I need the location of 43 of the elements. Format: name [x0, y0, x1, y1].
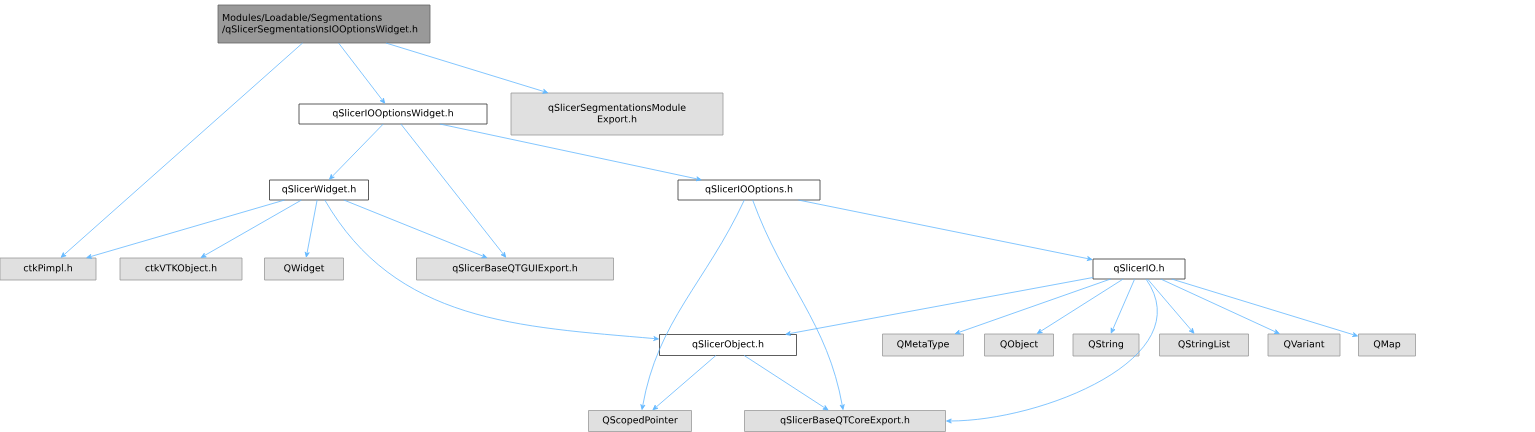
arrow	[86, 199, 286, 259]
file-box: qSlicerIO.h	[1092, 258, 1186, 280]
arrow	[785, 277, 1094, 336]
arrow	[400, 123, 507, 258]
arrow	[1036, 278, 1124, 334]
arrow	[439, 123, 702, 182]
arrow	[1171, 278, 1358, 337]
arrow	[797, 199, 1093, 261]
file-box: ctkPimpl.h	[0, 257, 97, 281]
file-box: QMap	[1358, 333, 1416, 357]
file-box: qSlicerSegmentationsModule Export.h	[510, 92, 724, 136]
file-box: QObject	[984, 333, 1054, 357]
arrow	[304, 199, 318, 258]
arrow	[954, 278, 1111, 335]
arrow	[1160, 278, 1280, 334]
arrow	[329, 123, 384, 180]
arrow	[338, 42, 386, 104]
file-box: qSlicerIOOptions.h	[677, 179, 821, 201]
file-box: QVariant	[1267, 333, 1341, 357]
file-box: QScopedPointer	[588, 410, 692, 432]
arrow	[343, 199, 488, 259]
root-header-box: Modules/Loadable/Segmentations /qSlicerSegmentationsIOOptionsWidget.h	[217, 4, 431, 44]
arrow	[946, 278, 1158, 424]
file-box: qSlicerObject.h	[659, 334, 797, 356]
file-box: QString	[1072, 333, 1140, 357]
file-box: qSlicerBaseQTGUIExport.h	[416, 257, 614, 281]
file-box: ctkVTKObject.h	[119, 257, 243, 281]
file-box: QStringList	[1159, 333, 1249, 357]
file-box: qSlicerWidget.h	[269, 179, 369, 201]
arrow	[324, 199, 659, 341]
arrow	[200, 199, 302, 258]
arrow	[385, 42, 549, 94]
arrow	[752, 199, 845, 410]
file-box: qSlicerIOOptionsWidget.h	[298, 103, 488, 125]
arrow	[743, 355, 829, 411]
arrow	[640, 199, 745, 410]
file-box: QMetaType	[882, 333, 964, 357]
file-box: qSlicerBaseQTCoreExport.h	[744, 410, 946, 432]
arrow	[1147, 278, 1195, 334]
arrow	[60, 42, 303, 258]
arrow	[652, 355, 717, 411]
arrow	[1110, 278, 1136, 334]
file-box: QWidget	[264, 257, 344, 281]
